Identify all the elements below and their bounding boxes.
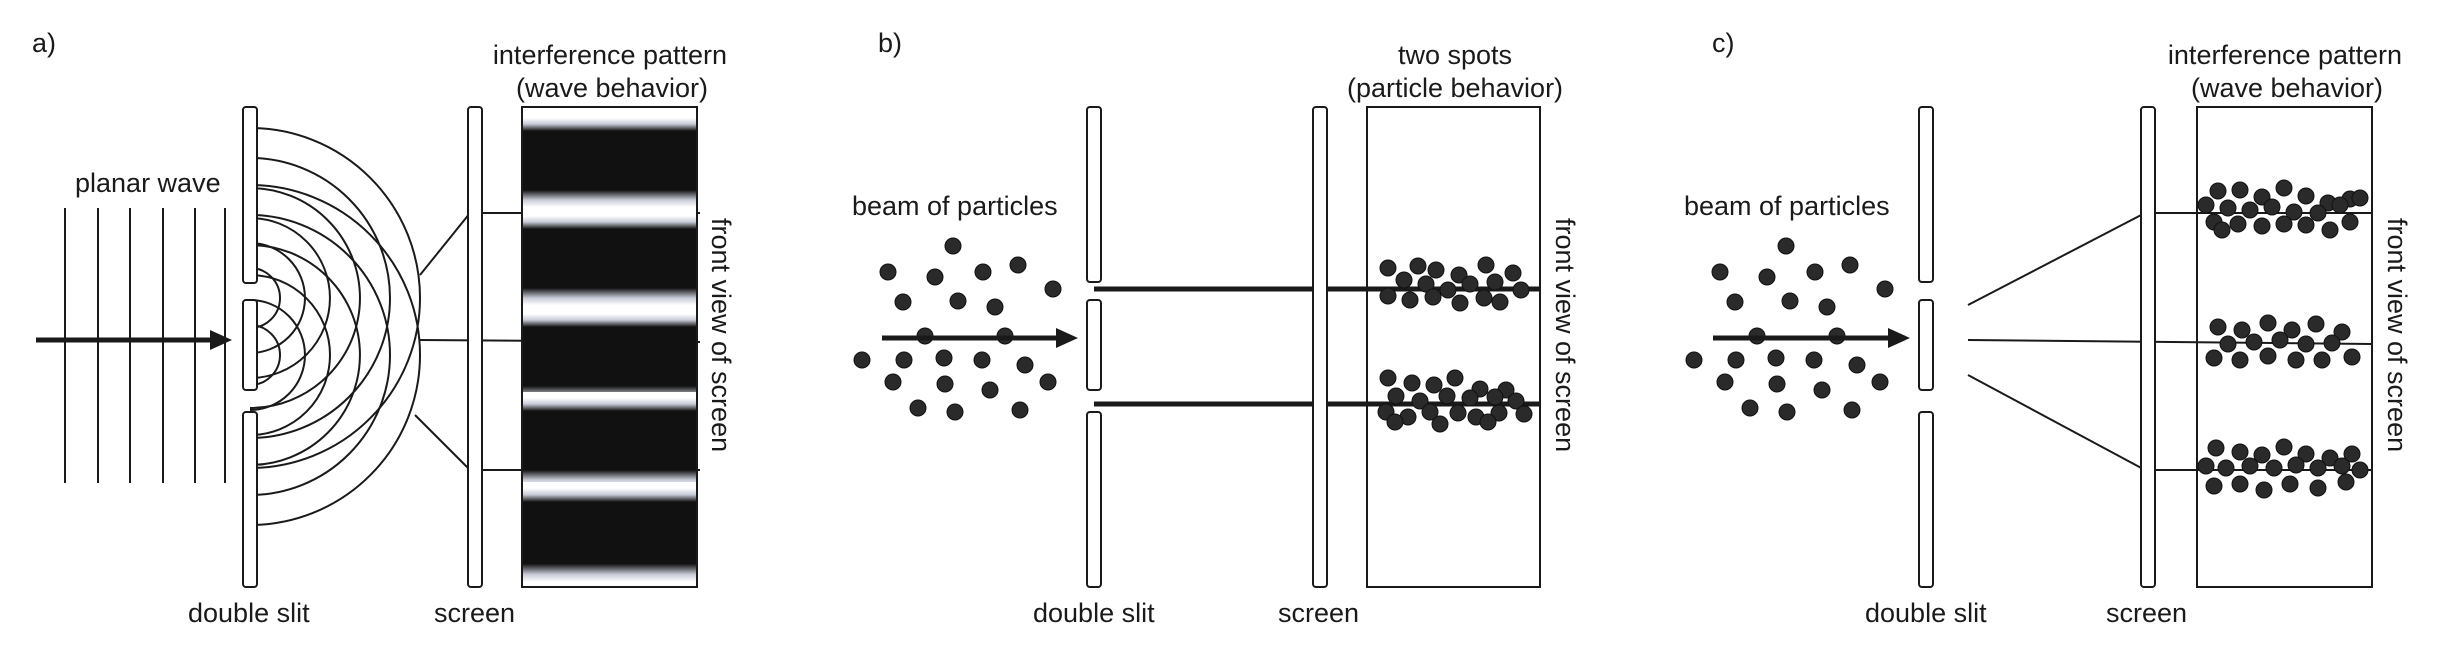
beam-label: beam of particles (852, 191, 1058, 221)
slit-segment-bottom (1086, 411, 1102, 588)
pattern-title-line1: interference pattern (493, 40, 727, 70)
panel-b-label: b) (878, 28, 902, 58)
particle-cloud (1685, 237, 1894, 421)
particle-spot-lower (1377, 369, 1533, 433)
beam-arrow (1713, 328, 1910, 348)
panel-a: a) planar wave (32, 28, 736, 628)
pattern-title-line2: (wave behavior) (516, 73, 708, 103)
front-view-label: front view of screen (2382, 218, 2412, 452)
slit-segment-top (1086, 106, 1102, 283)
screen-side-view (467, 106, 483, 588)
interference-pattern (521, 106, 698, 588)
beam-label: beam of particles (1684, 191, 1890, 221)
double-slit-label: double slit (1033, 598, 1155, 628)
particle-band-top (2197, 179, 2369, 239)
slit-segment-middle (1086, 299, 1102, 391)
front-view-label: front view of screen (1550, 218, 1580, 452)
double-slit-barrier (1086, 106, 1102, 588)
slit-segment-bottom (1918, 411, 1934, 588)
particle-band-bottom (2197, 438, 2369, 499)
particle-cloud (853, 237, 1062, 421)
pattern-title-line2: (particle behavior) (1347, 73, 1563, 103)
panel-c: c) beam of particles (1684, 28, 2412, 628)
panel-a-label: a) (32, 28, 56, 58)
panel-b: b) beam of particles (852, 28, 1580, 628)
screen-front-view (2196, 106, 2373, 588)
slit-segment-middle (1918, 299, 1934, 391)
particle-band-middle (2205, 314, 2361, 369)
planar-wave-label: planar wave (75, 168, 221, 198)
screen-label: screen (434, 598, 515, 628)
pattern-title-line2: (wave behavior) (2191, 73, 2383, 103)
wavefront-arcs (249, 127, 421, 526)
screen-side-view (1312, 106, 1328, 588)
double-slit-barrier (1918, 106, 1934, 588)
planar-wave-lines (64, 208, 226, 483)
pattern-title-line1: interference pattern (2168, 40, 2402, 70)
double-slit-barrier (242, 106, 258, 588)
particle-spot-upper (1379, 256, 1530, 312)
slit-segment-middle (242, 299, 258, 391)
slit-segment-top (1918, 106, 1934, 283)
double-slit-label: double slit (1865, 598, 1987, 628)
beam-arrow (882, 328, 1078, 348)
screen-side-view (2140, 106, 2156, 588)
screen-front-view (1366, 106, 1541, 588)
slit-segment-bottom (242, 411, 258, 588)
screen-label: screen (1278, 598, 1359, 628)
double-slit-label: double slit (188, 598, 310, 628)
front-view-label: front view of screen (706, 218, 736, 452)
screen-label: screen (2106, 598, 2187, 628)
slit-segment-top (242, 106, 258, 284)
wave-arrow (36, 330, 232, 350)
pattern-title-line1: two spots (1398, 40, 1512, 70)
panel-c-label: c) (1712, 28, 1735, 58)
